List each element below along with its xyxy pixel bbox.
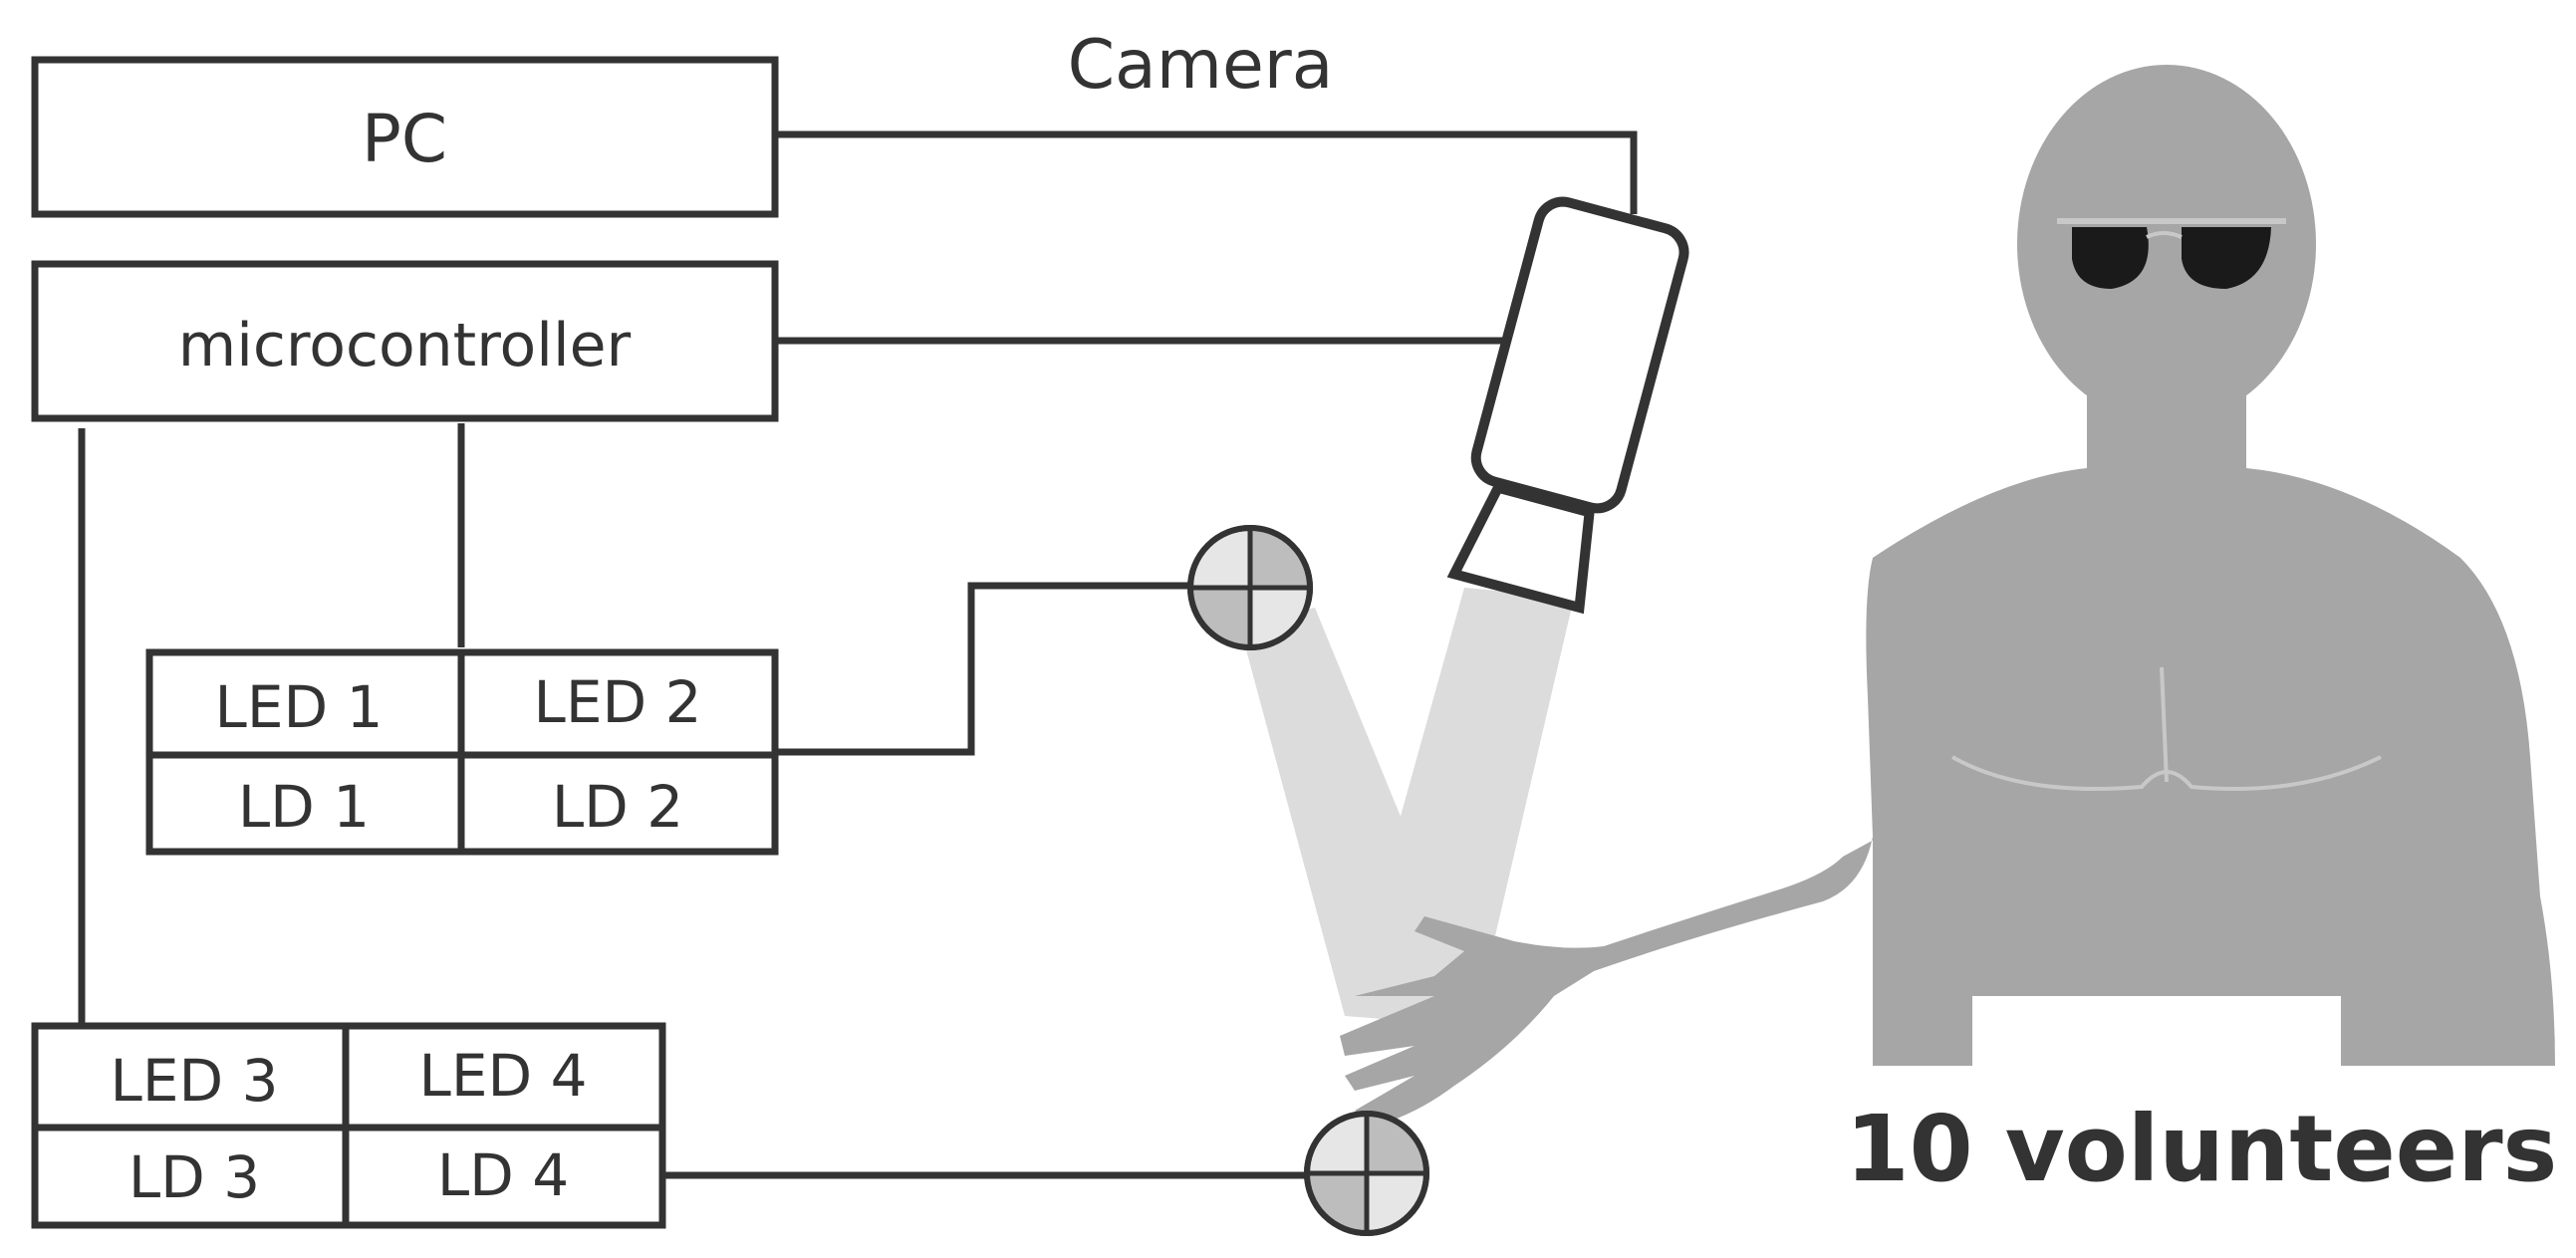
microcontroller-box: microcontroller [31, 260, 779, 422]
led2-label: LED 2 [534, 668, 702, 736]
pc-camera-wire [775, 130, 1638, 214]
lower-sensor-icon [1304, 1111, 1429, 1236]
pc-label: PC [362, 101, 447, 177]
volunteer-torso [1873, 468, 2555, 1066]
module1-ld-wire [775, 582, 1190, 756]
led1-label: LED 1 [215, 673, 384, 741]
led3-label: LED 3 [111, 1047, 279, 1115]
pc-box: PC [31, 56, 779, 218]
led-ld-module-1: LED 1 LED 2 LD 1 LD 2 [145, 648, 779, 856]
microcontroller-label: microcontroller [178, 311, 632, 380]
ld2-label: LD 2 [552, 773, 683, 841]
ld4-label: LD 4 [437, 1141, 569, 1209]
light-beams [1240, 588, 1574, 1026]
volunteer-silhouette [1340, 65, 2555, 1126]
ld1-label: LD 1 [238, 773, 370, 841]
wires [78, 130, 1638, 1179]
volunteer-sternum-line [2160, 666, 2169, 783]
led4-label: LED 4 [419, 1042, 588, 1110]
upper-ld-beam [1240, 608, 1474, 1016]
camera-icon [1446, 196, 1689, 615]
camera-label: Camera [1068, 26, 1334, 105]
volunteers-caption: 10 volunteers [1846, 1096, 2558, 1202]
upper-sensor-icon [1187, 525, 1313, 650]
volunteer-head [2017, 65, 2316, 423]
sunglasses-icon [2057, 218, 2286, 289]
led-ld-module-2: LED 3 LED 4 LD 3 LD 4 [31, 1022, 666, 1229]
ld3-label: LD 3 [129, 1143, 260, 1211]
volunteer-arm [1340, 558, 1972, 1126]
